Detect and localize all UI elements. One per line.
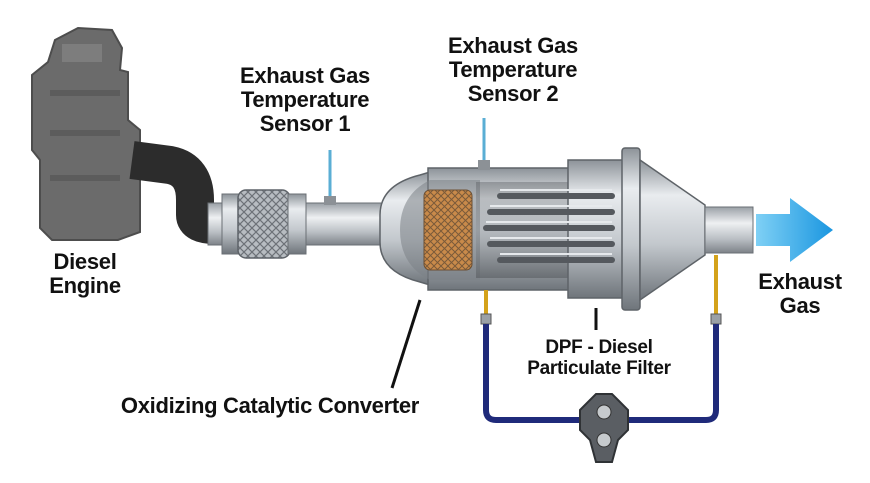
diesel-engine [31, 26, 141, 241]
flex-coupling [221, 189, 307, 259]
catalyst-substrate [423, 189, 473, 271]
outlet-cone [621, 147, 754, 311]
exhaust-gas-temperature-sensor-2 [478, 125, 490, 170]
differential-pressure-sensor [579, 393, 629, 463]
diesel-particulate-filter [476, 159, 629, 299]
right-arrow-icon [756, 198, 833, 262]
exhaust-gas-temperature-sensor-1 [324, 155, 336, 205]
converter-leader-line [390, 299, 422, 389]
exhaust-manifold-pipe [129, 141, 235, 244]
label-oxidizing-catalytic-converter: Oxidizing Catalytic Converter [120, 393, 420, 418]
pressure-sensor-lines [480, 255, 722, 423]
